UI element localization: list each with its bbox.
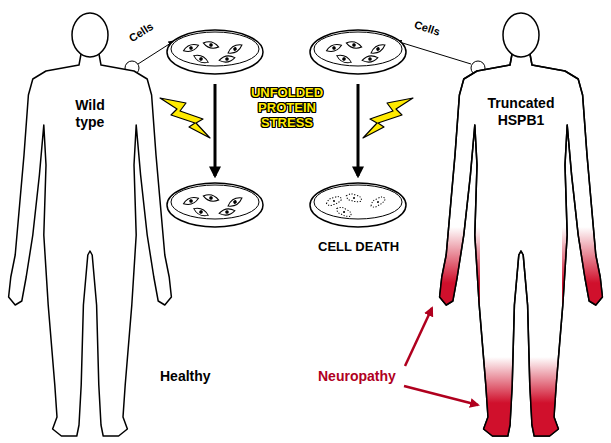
leader-line [396, 41, 471, 64]
lightning-bolt [160, 98, 210, 138]
pointer-arrow [405, 308, 432, 366]
figure-label: Wild type [59, 97, 121, 131]
stress-label: UNFOLDED PROTEIN STRESS [246, 86, 328, 131]
petri-dish [310, 183, 406, 227]
outcome-label: Neuropathy [318, 368, 396, 384]
cells-label: Cells [413, 18, 442, 38]
lightning-bolt [363, 98, 413, 138]
pointer-arrow [404, 386, 478, 405]
outcome-label: Healthy [160, 368, 211, 384]
cells-label: Cells [127, 20, 156, 45]
process-arrow [214, 84, 217, 176]
human-figure: Truncated HSPB1 [431, 5, 611, 441]
human-figure: Wild type [0, 5, 180, 441]
figure-label: Truncated HSPB1 [479, 95, 563, 129]
petri-dish [310, 30, 406, 74]
petri-dish [167, 30, 263, 74]
body-outline [431, 5, 611, 441]
body-outline [0, 5, 180, 441]
petri-dish [167, 183, 263, 227]
outcome-label: CELL DEATH [318, 240, 399, 255]
process-arrow [357, 84, 360, 176]
